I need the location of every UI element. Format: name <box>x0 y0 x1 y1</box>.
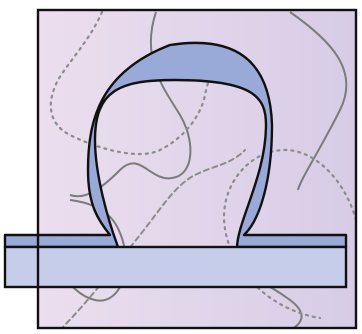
horizontal-base-bar <box>5 247 346 287</box>
